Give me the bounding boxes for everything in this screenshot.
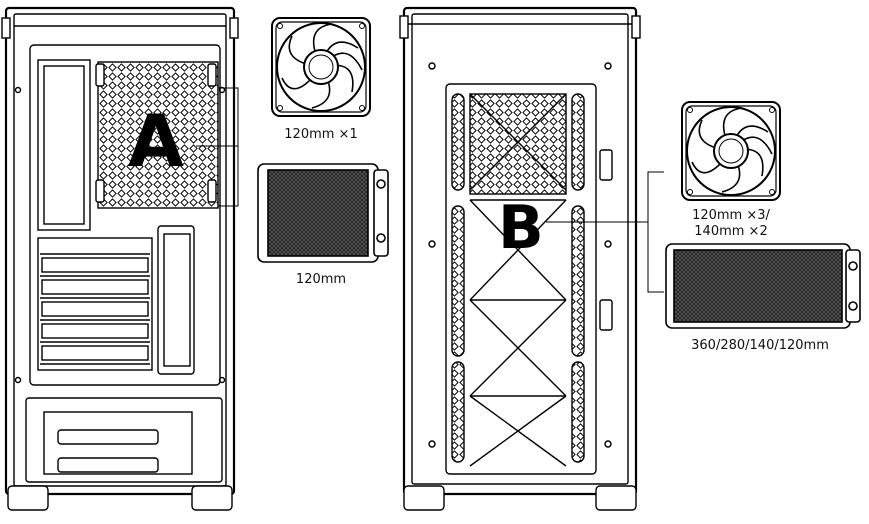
section-b-radiator-label: 360/280/140/120mm (691, 338, 829, 353)
section-b-fan-label-line2: 140mm ×2 (694, 224, 767, 239)
pc-case-side-panel-icon (1, 6, 239, 511)
radiator-icon (257, 163, 389, 263)
radiator-icon (665, 243, 861, 329)
section-b-fan-label-line1: 120mm ×3/ (692, 208, 770, 223)
fan-icon (271, 17, 371, 117)
section-a-bracket (196, 87, 239, 207)
fan-icon (681, 101, 781, 201)
section-b-letter: B (498, 193, 544, 263)
section-a-letter: A (128, 99, 184, 183)
pc-case-front-panel-icon (399, 6, 641, 511)
section-a-radiator-label: 120mm (296, 272, 346, 287)
section-b-bracket (546, 171, 664, 293)
section-a-fan-label: 120mm ×1 (284, 127, 357, 142)
